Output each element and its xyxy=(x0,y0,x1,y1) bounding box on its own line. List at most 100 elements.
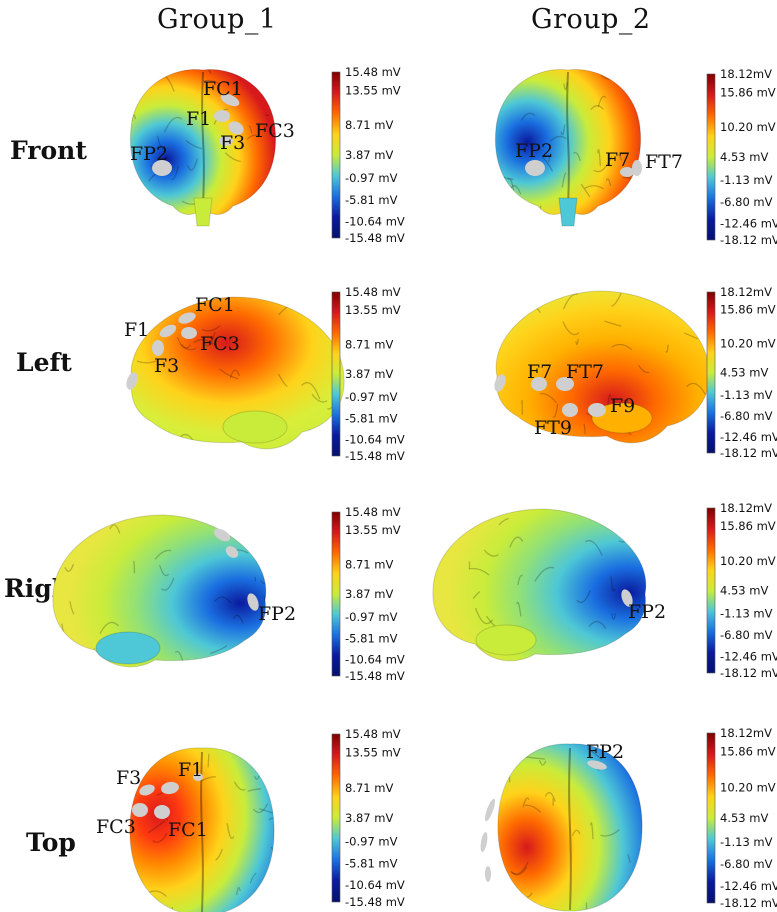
electrode-label-f1: F1 xyxy=(186,108,211,130)
brain-g2-front xyxy=(494,69,642,227)
electrode-fc3 xyxy=(228,121,244,135)
colorbar-tick-label: 15.48 mV xyxy=(345,505,401,519)
colorbar-tick-label: -5.81 mV xyxy=(345,631,398,645)
colorbar-tick-label: 18.12mV xyxy=(720,726,772,740)
electrode-fp2 xyxy=(587,760,607,770)
electrode-fp2 xyxy=(152,160,172,176)
row-label-top: Top xyxy=(26,828,76,857)
colorbar-tick-label: -1.13 mV xyxy=(720,388,773,402)
colorbar-tick-label: -15.48 mV xyxy=(345,669,405,683)
colorbar-tick-label: 10.20 mV xyxy=(720,554,776,568)
colorbar-tick-label: -0.97 mV xyxy=(345,171,398,185)
brain-g1-front xyxy=(129,69,277,227)
brain-stem xyxy=(193,197,213,227)
colorbar-tick-label: -1.13 mV xyxy=(720,607,773,621)
colorbar-tick-label: 8.71 mV xyxy=(345,781,393,795)
electrode-f1 xyxy=(159,324,177,338)
electrode-f3 xyxy=(139,784,155,796)
electrode-label-f1: F1 xyxy=(178,759,203,781)
colorbar-tick-label: -5.81 mV xyxy=(345,193,398,207)
colorbar-tick-label: -6.80 mV xyxy=(720,628,773,642)
colorbar-group-1-front xyxy=(331,71,341,239)
electrode-label-f3: F3 xyxy=(220,132,245,154)
colorbar-tick-label: -1.13 mV xyxy=(720,173,773,187)
colorbar-tick-label: -0.97 mV xyxy=(345,390,398,404)
brain-texture-g1-top xyxy=(147,753,275,912)
colorbar-tick-label: 18.12mV xyxy=(720,285,772,299)
colorbar-tick-label: 10.20 mV xyxy=(720,120,776,134)
colorbar-group-1-left xyxy=(331,291,341,457)
electrode-fc1 xyxy=(178,312,196,324)
colorbar-tick-label: 13.55 mV xyxy=(345,83,401,97)
colorbar-tick-label: 8.71 mV xyxy=(345,337,393,351)
colorbar-tick-label: 8.71 mV xyxy=(345,118,393,132)
column-header-group-1: Group_1 xyxy=(157,4,277,35)
colorbar-tick-label: -10.64 mV xyxy=(345,653,405,667)
colorbar-tick-label: 15.48 mV xyxy=(345,65,401,79)
brain-surface-g1-right xyxy=(52,514,267,668)
electrode-f9 xyxy=(588,403,606,417)
colorbar-tick-label: 15.86 mV xyxy=(720,745,776,759)
cerebellum xyxy=(591,402,653,434)
electrode-f1 xyxy=(214,110,230,122)
colorbar-tick-label: -6.80 mV xyxy=(720,409,773,423)
electrode-extra-c xyxy=(485,866,491,882)
colorbar-tick-label: 4.53 mV xyxy=(720,811,768,825)
electrode-fp2 xyxy=(247,593,259,611)
electrode-label-f7: F7 xyxy=(527,361,552,383)
electrode-extra-b xyxy=(480,832,488,852)
electrode-label-fp2: FP2 xyxy=(130,143,168,165)
cerebellum xyxy=(222,410,288,444)
electrode-ft9 xyxy=(562,403,578,417)
electrode-f7 xyxy=(531,377,547,391)
electrode-fc1 xyxy=(154,805,170,819)
electrode-label-fc1: FC1 xyxy=(168,819,208,841)
electrode-label-fc3: FC3 xyxy=(200,333,240,355)
colorbar-group-1-right xyxy=(331,511,341,677)
electrode-a xyxy=(213,528,231,542)
colorbar-tick-label: -12.46 mV xyxy=(720,430,777,444)
electrode-f7 xyxy=(620,167,634,177)
electrode-label-ft9: FT9 xyxy=(534,417,572,439)
brain-texture-g1-front xyxy=(131,69,276,208)
colorbar-tick-label: 13.55 mV xyxy=(345,303,401,317)
cerebellum xyxy=(475,624,537,656)
colorbar-tick-label: -18.12 mV xyxy=(720,446,777,460)
electrode-label-fc3: FC3 xyxy=(255,120,295,142)
brain-surface-g2-top xyxy=(497,743,643,912)
colorbar-group-1-top xyxy=(331,733,341,903)
colorbar-tick-label: 15.86 mV xyxy=(720,519,776,533)
colorbars: 15.48 mV 13.55 mV 8.71 mV 3.87 mV -0.97 mV -5… xyxy=(331,65,777,910)
colorbar-tick-label: -10.64 mV xyxy=(345,878,405,892)
colorbar-tick-label: -0.97 mV xyxy=(345,610,398,624)
colorbar-tick-label: 3.87 mV xyxy=(345,811,393,825)
column-header-group-2: Group_2 xyxy=(531,4,651,35)
colorbar-tick-label: 15.48 mV xyxy=(345,727,401,741)
colorbar-tick-label: 3.87 mV xyxy=(345,148,393,162)
electrode-f3 xyxy=(219,136,233,146)
brain-g2-right xyxy=(432,508,647,662)
colorbar-tick-label: 10.20 mV xyxy=(720,780,776,794)
electrode-fp2 xyxy=(525,160,545,176)
electrode-fc3 xyxy=(132,803,148,817)
colorbar-tick-label: -18.12 mV xyxy=(720,233,777,247)
electrode-f1 xyxy=(161,781,179,795)
colorbar-group-2-front xyxy=(706,73,716,241)
electrode-label-fp2: FP2 xyxy=(586,741,624,763)
colorbar-tick-label: -12.46 mV xyxy=(720,650,777,664)
colorbar-tick-label: -15.48 mV xyxy=(345,449,405,463)
electrode-label-fp2: FP2 xyxy=(515,140,553,162)
electrode-f3 xyxy=(152,340,164,356)
colorbar-tick-label: 4.53 mV xyxy=(720,150,768,164)
cerebellum xyxy=(95,631,161,665)
colorbar-tick-label: 15.48 mV xyxy=(345,285,401,299)
colorbar-tick-label: -10.64 mV xyxy=(345,214,405,228)
electrode-label-f9: F9 xyxy=(610,395,635,417)
electrode-label-f7: F7 xyxy=(605,149,630,171)
brain-surface-g2-right xyxy=(432,508,647,662)
colorbar-tick-label: -18.12 mV xyxy=(720,896,777,910)
midline xyxy=(566,71,570,206)
electrode-fc1 xyxy=(220,93,240,107)
brain-stem xyxy=(558,197,578,227)
colorbar-tick-label: -18.12 mV xyxy=(720,666,777,680)
